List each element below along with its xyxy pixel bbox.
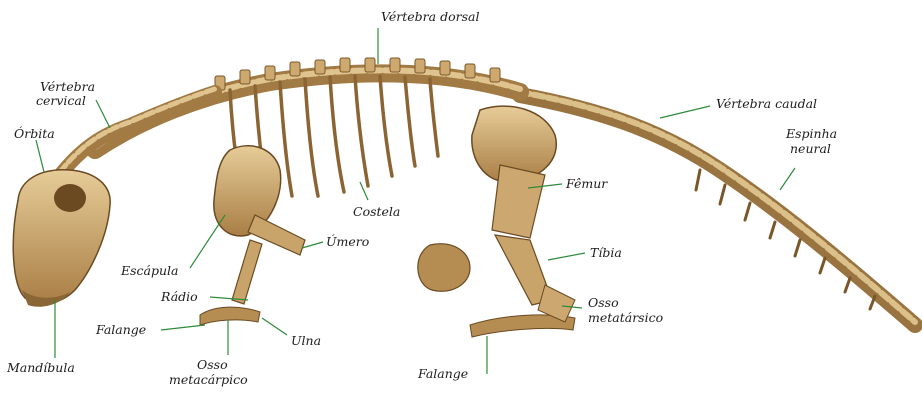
label-vertebra-cervical-line1: Vértebra — [40, 80, 95, 94]
forefoot-bones — [200, 307, 260, 325]
label-falange-hind: Falange — [418, 367, 468, 381]
femur-bone — [492, 165, 545, 238]
label-femur: Fêmur — [566, 177, 607, 191]
label-osso-metatarsico-line1: Osso — [588, 296, 619, 310]
label-espinha-neural-line2: neural — [790, 142, 831, 156]
label-osso-metatarsico-line2: metatársico — [588, 311, 663, 325]
tail-bones — [520, 95, 915, 325]
forearm-bones — [232, 240, 262, 304]
label-mandibula: Mandíbula — [7, 361, 75, 375]
label-costela: Costela — [353, 205, 400, 219]
label-espinha-neural-line1: Espinha — [786, 127, 837, 141]
label-orbita: Órbita — [14, 127, 55, 141]
label-vertebra-dorsal: Vértebra dorsal — [381, 10, 479, 24]
label-osso-metacarpico-line1: Osso — [197, 358, 228, 372]
label-radio: Rádio — [161, 290, 198, 304]
label-osso-metacarpico-line2: metacárpico — [169, 373, 248, 387]
label-ulna: Ulna — [291, 334, 321, 348]
label-umero: Úmero — [326, 235, 369, 249]
tail-chevrons — [696, 170, 875, 309]
hind-knee-bone — [418, 244, 470, 292]
orbit-cavity — [54, 184, 86, 212]
label-tibia: Tíbia — [590, 246, 622, 260]
label-falange-front: Falange — [96, 323, 146, 337]
label-vertebra-cervical-line2: cervical — [36, 94, 86, 108]
label-escapula: Escápula — [121, 264, 179, 278]
tail-bones-highlight — [520, 92, 915, 322]
label-vertebra-caudal: Vértebra caudal — [716, 97, 817, 111]
